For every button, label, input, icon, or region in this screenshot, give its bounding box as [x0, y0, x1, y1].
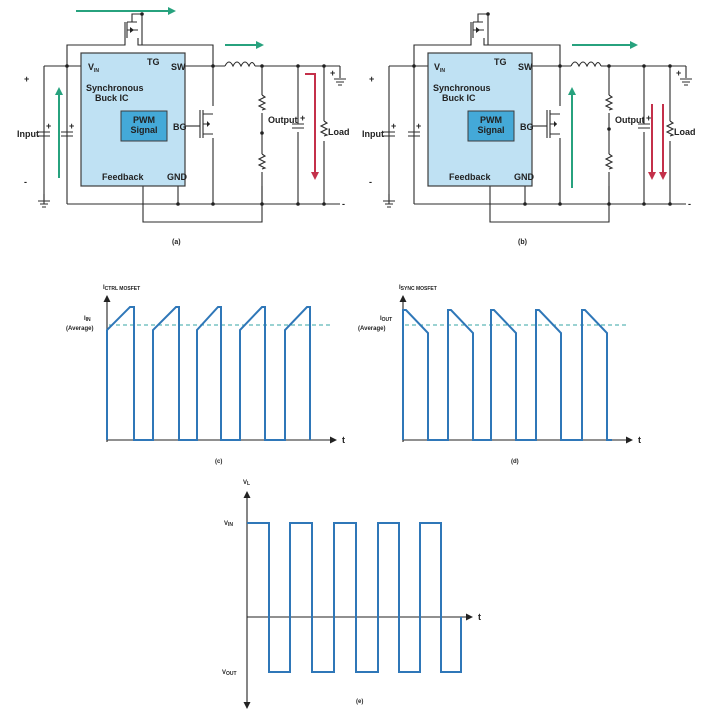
pwm-label-line2: Signal: [477, 125, 504, 135]
output-cap-icon: [638, 123, 650, 129]
junction-dots: [412, 64, 672, 206]
tg-label: TG: [494, 57, 507, 67]
ic-title-line1: Synchronous: [433, 83, 491, 93]
load-resistor-icon: [665, 120, 675, 137]
divider-resistor-bottom-icon: [604, 153, 614, 170]
vin-rail-to-top-fet: [413, 44, 462, 66]
x-label: t: [638, 435, 641, 445]
ctrl-mosfet-current-wave: [106, 306, 311, 441]
divider-resistor-bottom-icon: [257, 153, 267, 170]
waveform-d: ISYNC MOSFET IOUT (Average) t (d): [358, 285, 641, 465]
plus-cap1: +: [391, 121, 396, 131]
load-resistor-icon: [319, 120, 329, 137]
caption-d: (d): [511, 459, 519, 465]
x-label: t: [342, 435, 345, 445]
circuit-b: VIN TG SW Synchronous Buck IC PWM Signal…: [362, 12, 696, 246]
vin-level-label: VIN: [224, 521, 233, 528]
divider-resistor-top-icon: [604, 94, 614, 111]
input-ground: [38, 194, 50, 208]
input-cap-icon: [38, 131, 50, 137]
sync-mosfet-current-wave: [402, 309, 612, 441]
inductor-icon: [224, 61, 256, 68]
minus-input: -: [24, 177, 27, 187]
caption-e: (e): [356, 699, 363, 705]
load-label: Load: [328, 127, 350, 137]
pwm-label-line2: Signal: [130, 125, 157, 135]
output-ground-stub: [334, 66, 346, 86]
bg-label: BG: [173, 122, 187, 132]
input-ground: [383, 194, 395, 208]
output-label: Output: [268, 115, 298, 125]
waveform-c: ICTRL MOSFET IIN (Average) t (c): [66, 285, 345, 465]
avg-paren: (Average): [66, 326, 93, 332]
input-cap-icon: [383, 131, 395, 137]
sw-label: SW: [171, 62, 186, 72]
sync-mosfet-icon: [546, 110, 560, 138]
junction-dots: [65, 64, 326, 206]
gnd-label: GND: [514, 172, 535, 182]
output-cap-icon: [292, 123, 304, 129]
load-label: Load: [674, 127, 696, 137]
x-label: t: [478, 612, 481, 622]
plus-cap1: +: [46, 121, 51, 131]
pwm-label-line1: PWM: [480, 115, 502, 125]
ic-title-line2: Buck IC: [95, 93, 129, 103]
divider-resistor-top-icon: [257, 94, 267, 111]
inductor-icon: [570, 61, 602, 68]
caption-c: (c): [215, 459, 222, 465]
top-fet-to-sw: [153, 44, 214, 66]
inductor-voltage-wave: [247, 522, 462, 673]
vin-label: VIN: [434, 62, 445, 74]
pwm-label-line1: PWM: [133, 115, 155, 125]
plus-output: +: [676, 68, 681, 78]
plus-input: +: [24, 74, 29, 84]
sw-label: SW: [518, 62, 533, 72]
y-label: ISYNC MOSFET: [399, 285, 437, 292]
feedback-label: Feedback: [449, 172, 492, 182]
circuit-a: VIN TG SW Synchronous Buck IC PWM Signal…: [17, 7, 350, 246]
sync-mosfet-icon: [199, 110, 213, 138]
control-mosfet-icon: [462, 12, 500, 46]
ic-title-line2: Buck IC: [442, 93, 476, 103]
feedback-label: Feedback: [102, 172, 145, 182]
minus-input: -: [369, 177, 372, 187]
vout-level-label: VOUT: [222, 670, 237, 677]
y-label: VL: [243, 480, 250, 487]
gnd-label: GND: [167, 172, 188, 182]
ic-title-line1: Synchronous: [86, 83, 144, 93]
pwm-block: [120, 110, 168, 142]
plus-cap2: +: [416, 121, 421, 131]
input-label: Input: [362, 129, 384, 139]
minus-output: -: [688, 199, 691, 209]
control-mosfet-icon: [116, 12, 153, 46]
avg-paren: (Average): [358, 326, 385, 332]
output-ground-stub: [680, 66, 692, 86]
output-label: Output: [615, 115, 645, 125]
top-fet-to-sw: [500, 44, 561, 66]
current-loop-arrow-red: [305, 73, 319, 180]
avg-label: IOUT: [380, 316, 392, 323]
plus-cap2: +: [69, 121, 74, 131]
vin-cap-icon: [408, 131, 420, 137]
y-label: ICTRL MOSFET: [103, 285, 140, 292]
vin-label: VIN: [88, 62, 99, 74]
caption-b: (b): [518, 239, 527, 246]
avg-label: IIN: [84, 316, 91, 323]
minus-output: -: [342, 199, 345, 209]
waveform-e: VL VIN VOUT t (e): [222, 480, 481, 709]
input-label: Input: [17, 129, 39, 139]
bg-label: BG: [520, 122, 534, 132]
vin-cap-icon: [61, 131, 73, 137]
tg-label: TG: [147, 57, 160, 67]
vin-rail-to-top-fet: [66, 44, 116, 66]
caption-a: (a): [172, 239, 181, 246]
plus-outcap: +: [300, 113, 305, 123]
plus-outcap: +: [646, 113, 651, 123]
pwm-block: [467, 110, 515, 142]
plus-input: +: [369, 74, 374, 84]
plus-output: +: [330, 68, 335, 78]
